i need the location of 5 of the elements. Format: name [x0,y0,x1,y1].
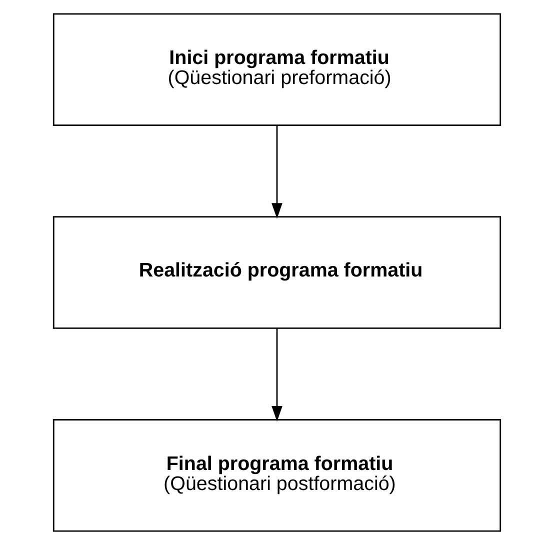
node-box: Final programa formatiu (Qüestionari postformació) [52,419,502,532]
node-box: Realització programa formatiu [52,216,502,329]
node-box: Inici programa formatiu (Qüestionari preformació) [52,13,502,126]
arrow [272,126,282,219]
arrow [272,328,282,422]
